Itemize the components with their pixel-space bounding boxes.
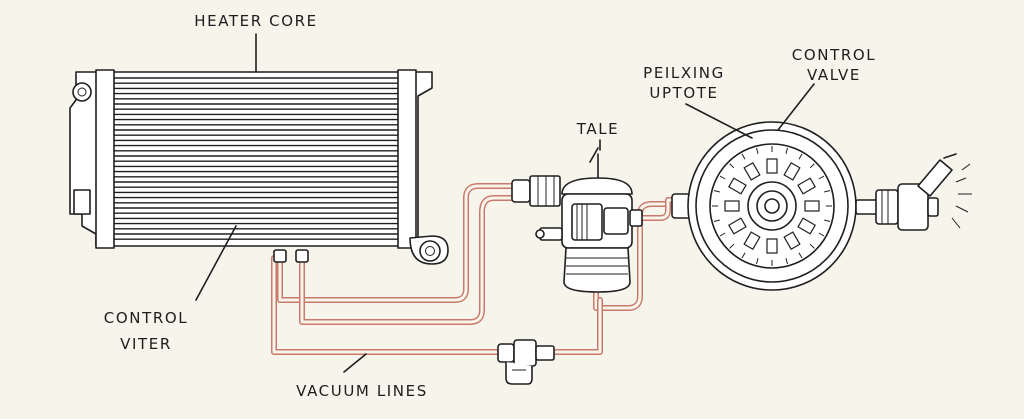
label-heater-core: HEATER CORE	[194, 12, 317, 30]
label-vacuum-lines: VACUUM LINES	[296, 382, 428, 400]
label-control-valve-line1: CONTROL	[792, 46, 876, 64]
mount-tab-bottom	[419, 240, 441, 262]
label-control-valve-line2: VALVE	[807, 66, 861, 84]
spark-lines	[951, 163, 972, 229]
heater-core	[69, 69, 449, 265]
labels: HEATER CORE CONTROL VALVE PEILXING UPTOT…	[104, 12, 876, 400]
leader-lines	[195, 33, 815, 373]
label-tale: TALE	[576, 120, 620, 138]
label-control-viter-line2: VITER	[120, 335, 172, 353]
control-valve	[671, 121, 879, 291]
label-control-viter-line1: CONTROL	[104, 309, 188, 327]
outlet-fitting	[875, 153, 972, 231]
vacuum-lines	[271, 183, 693, 355]
check-valve	[497, 339, 555, 385]
label-peilxing-line2: UPTOTE	[649, 84, 718, 102]
tale-actuator	[511, 147, 643, 293]
mount-tab-top	[72, 82, 92, 102]
core-fins	[114, 77, 398, 240]
label-peilxing-line1: PEILXING	[643, 64, 725, 82]
valve-segments	[712, 146, 832, 266]
